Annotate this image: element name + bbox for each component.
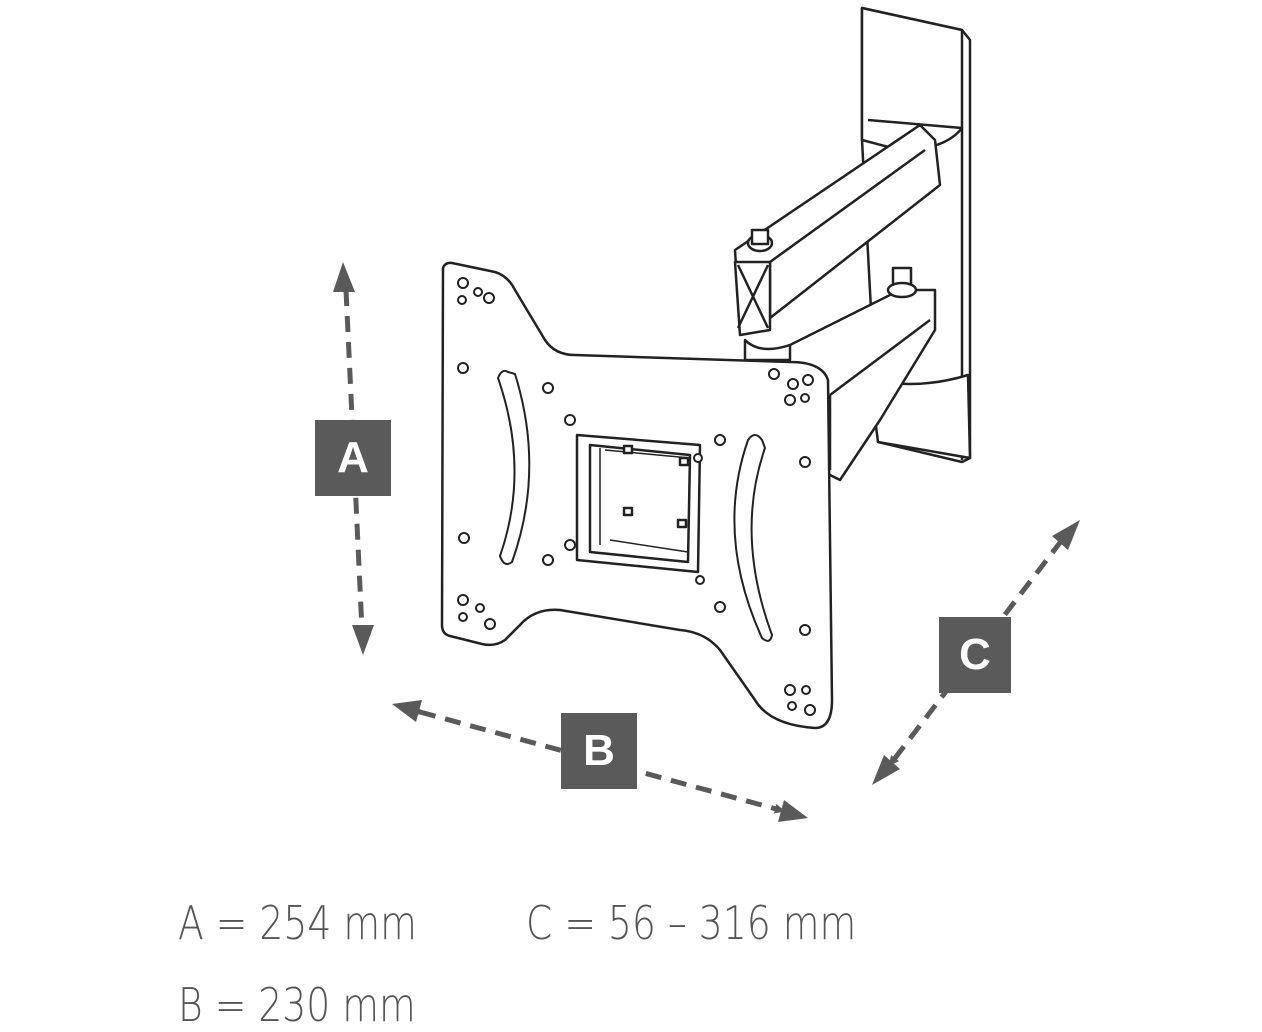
label-a: A [315, 420, 391, 496]
upper-arm [733, 123, 942, 337]
mounting-holes [457, 277, 816, 716]
dimension-b-text: B = 230 mm [178, 978, 416, 1032]
dimension-c-text: C = 56 – 316 mm [526, 896, 857, 950]
right-slot [733, 434, 773, 642]
label-b: B [561, 713, 637, 789]
center-opening [575, 433, 702, 574]
dimension-a-text: A = 254 mm [178, 896, 417, 950]
left-slot [497, 369, 531, 565]
label-c: C [939, 617, 1011, 693]
